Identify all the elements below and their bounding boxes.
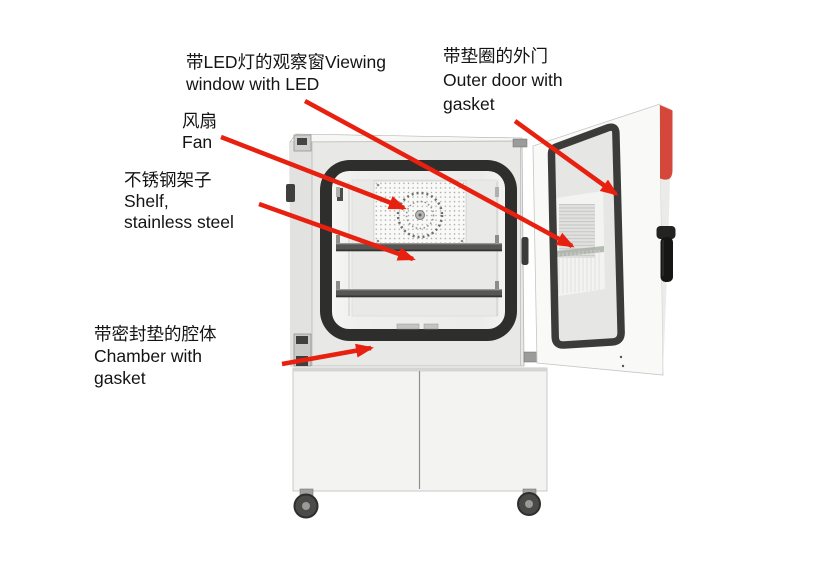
shelf-bottom bbox=[336, 289, 502, 298]
label-line: stainless steel bbox=[124, 212, 234, 232]
caster-left bbox=[293, 488, 319, 519]
label-line: 带垫圈的外门 bbox=[443, 46, 548, 66]
label-outer-door: 带垫圈的外门 Outer door with gasket bbox=[443, 44, 563, 116]
door-hinge-bottom bbox=[523, 351, 539, 363]
fan-plate bbox=[373, 180, 467, 246]
label-line: Shelf, bbox=[124, 191, 169, 211]
hinge-bottom bbox=[293, 333, 312, 367]
label-line: gasket bbox=[443, 94, 495, 114]
label-line: window with LED bbox=[186, 74, 320, 94]
label-viewing-window: 带LED灯的观察窗Viewing window with LED bbox=[186, 51, 386, 95]
door-window-reflection bbox=[556, 191, 605, 296]
vent-slots bbox=[396, 323, 439, 330]
label-line: Fan bbox=[182, 132, 213, 152]
label-fan: 风扇 Fan bbox=[182, 111, 217, 153]
label-line: 风扇 bbox=[182, 111, 217, 131]
label-shelf: 不锈钢架子 Shelf, stainless steel bbox=[124, 170, 234, 233]
outer-door bbox=[532, 103, 676, 376]
chamber-opening bbox=[320, 160, 517, 341]
label-line: gasket bbox=[94, 368, 146, 388]
label-line: Outer door with bbox=[443, 70, 563, 90]
side-latch bbox=[286, 184, 295, 202]
hinge-top bbox=[293, 134, 312, 152]
label-line: Chamber with bbox=[94, 346, 202, 366]
shelf-top bbox=[336, 243, 502, 252]
door-handle bbox=[656, 226, 676, 282]
caster-right bbox=[517, 488, 541, 516]
label-line: 带LED灯的观察窗Viewing bbox=[186, 52, 387, 72]
label-line: 带密封垫的腔体 bbox=[94, 324, 217, 344]
lower-cabinet bbox=[292, 367, 548, 519]
label-line: 不锈钢架子 bbox=[124, 170, 212, 190]
door-latch-pin bbox=[521, 237, 529, 265]
red-accent-panel bbox=[660, 105, 673, 180]
door-hinge-top bbox=[512, 138, 528, 148]
glass-door-frame-strip bbox=[290, 142, 312, 366]
label-chamber: 带密封垫的腔体 Chamber with gasket bbox=[94, 323, 217, 389]
